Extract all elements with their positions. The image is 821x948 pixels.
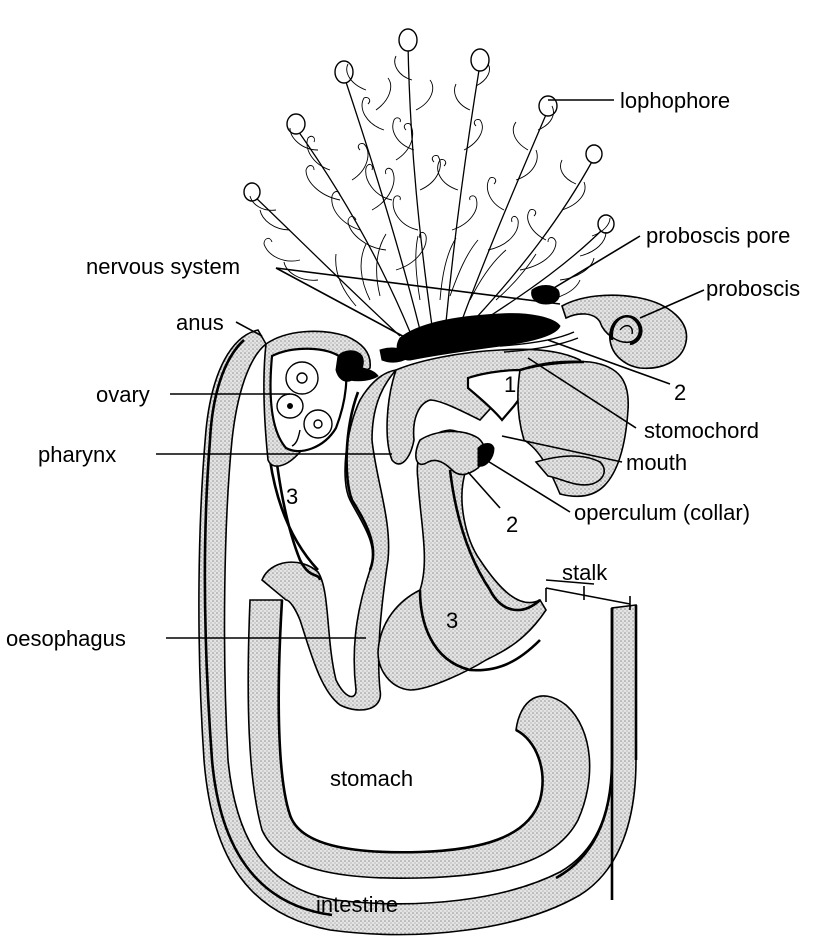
label-oesophagus: oesophagus	[6, 626, 126, 651]
label-intestine: intestine	[316, 892, 398, 917]
label-operculum: operculum (collar)	[574, 500, 750, 525]
label-coelom-1: 1	[504, 372, 516, 397]
label-ovary: ovary	[96, 382, 150, 407]
label-pharynx: pharynx	[38, 442, 116, 467]
label-nervous-system: nervous system	[86, 254, 240, 279]
label-anus: anus	[176, 310, 224, 335]
label-coelom-3-left: 3	[286, 484, 298, 509]
coelom-3-left	[270, 460, 318, 570]
label-coelom-2-upper: 2	[674, 380, 686, 405]
label-stomochord: stomochord	[644, 418, 759, 443]
label-lophophore: lophophore	[620, 88, 730, 113]
label-coelom-2-lower: 2	[506, 512, 518, 537]
label-mouth: mouth	[626, 450, 687, 475]
label-stomach: stomach	[330, 766, 413, 791]
label-stalk: stalk	[562, 560, 608, 585]
label-coelom-3-right: 3	[446, 608, 458, 633]
label-proboscis-pore: proboscis pore	[646, 223, 790, 248]
mouth-lip	[536, 456, 604, 485]
label-proboscis: proboscis	[706, 276, 800, 301]
